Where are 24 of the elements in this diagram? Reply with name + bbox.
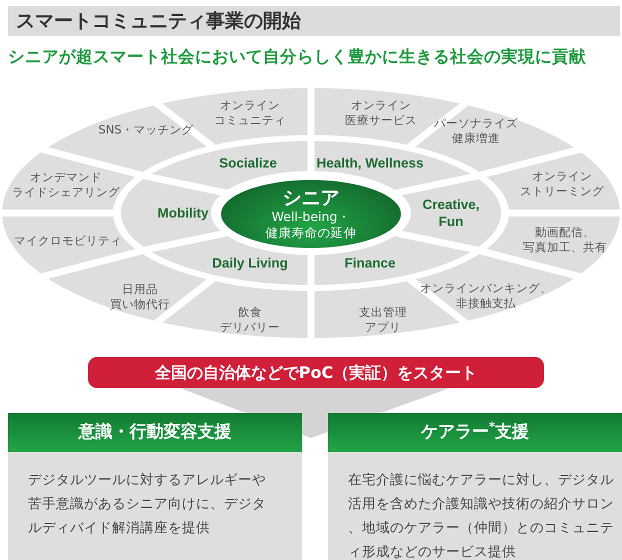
card-text: 在宅介護に悩むケアラーに対し、デジタル活用を含めた介護知識や技術の紹介サロン、地域のケアラー（仲間）とのコミュニティ形成などのサービス提供 — [348, 471, 615, 560]
segment-label: 飲食デリバリー — [210, 305, 290, 335]
segment-label: オンデマンドライドシェアリング — [0, 170, 136, 200]
subtitle: シニアが超スマート社会において自分らしく豊かに生きる社会の実現に貢献 — [8, 46, 586, 68]
category-label: Mobility — [118, 204, 248, 222]
info-card — [8, 413, 302, 560]
title-bar: スマートコミュニティ事業の開始 — [8, 6, 620, 36]
segment-label: オンライン医療サービス — [336, 98, 426, 128]
ellipse-text: Well-being・健康寿命の延伸 — [264, 209, 358, 241]
card-header: ケアラー$^{*}$支援 — [328, 413, 622, 452]
segment-label: マイクロモビリティ — [8, 234, 128, 248]
category-label: Creative, Fun — [416, 196, 486, 230]
card-text: デジタルツールに対するアレルギーや苦手意識があるシニア向けに、デジタルディバイド解消講座を提供 — [28, 471, 267, 538]
segment-label: 動画配信、写真加工、共有 — [510, 225, 620, 255]
segment-label: オンラインストリーミング — [512, 169, 612, 199]
segment-label: オンラインコミュニティ — [205, 98, 295, 128]
segment-label: パーソナライズ健康増進 — [426, 116, 526, 146]
info-card — [328, 413, 622, 560]
segment-label: 支出管理アプリ — [343, 305, 423, 335]
card-header: 意識・行動変容支援 — [8, 413, 302, 452]
banner: 全国の自治体などでPoC（実証）をスタート — [88, 357, 544, 388]
segment-label: 日用品買い物代行 — [100, 282, 180, 312]
ellipse-title: シニア — [282, 187, 340, 209]
segment-label: SNS・マッチング — [91, 122, 201, 138]
